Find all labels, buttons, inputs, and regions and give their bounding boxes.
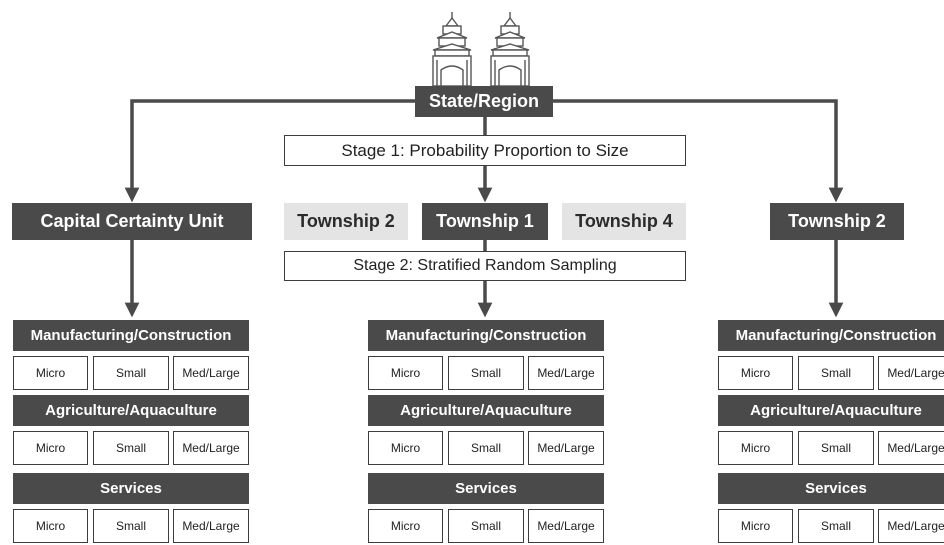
pagoda-icon	[490, 12, 530, 87]
size-cell: Med/Large	[878, 356, 944, 390]
sector-header-left: Agriculture/Aquaculture	[13, 395, 249, 426]
pagoda-icon	[432, 12, 472, 87]
size-cell: Micro	[13, 431, 88, 465]
size-cell: Med/Large	[173, 509, 249, 543]
size-cell: Small	[798, 431, 874, 465]
size-cell: Med/Large	[878, 431, 944, 465]
root-node: State/Region	[415, 86, 553, 117]
size-cell: Small	[448, 356, 524, 390]
size-cell: Med/Large	[528, 509, 604, 543]
size-cell: Med/Large	[528, 431, 604, 465]
size-cell: Micro	[718, 431, 793, 465]
size-cell: Micro	[13, 356, 88, 390]
unit-township-2: Township 2	[770, 203, 904, 240]
sector-header-left: Services	[13, 473, 249, 504]
size-cell: Small	[448, 509, 524, 543]
unit-capital-certainty: Capital Certainty Unit	[12, 203, 252, 240]
sector-header-center: Agriculture/Aquaculture	[368, 395, 604, 426]
unit-township-2-alt: Township 2	[284, 203, 408, 240]
size-cell: Micro	[368, 509, 443, 543]
size-cell: Small	[798, 356, 874, 390]
size-cell: Micro	[718, 509, 793, 543]
sector-header-right: Agriculture/Aquaculture	[718, 395, 944, 426]
unit-township-1: Township 1	[422, 203, 548, 240]
size-cell: Small	[93, 431, 169, 465]
size-cell: Med/Large	[173, 431, 249, 465]
size-cell: Micro	[718, 356, 793, 390]
sector-header-right: Services	[718, 473, 944, 504]
size-cell: Micro	[13, 509, 88, 543]
size-cell: Med/Large	[173, 356, 249, 390]
sector-header-center: Services	[368, 473, 604, 504]
size-cell: Med/Large	[878, 509, 944, 543]
size-cell: Med/Large	[528, 356, 604, 390]
size-cell: Micro	[368, 356, 443, 390]
connector-left	[124, 99, 415, 203]
size-cell: Small	[448, 431, 524, 465]
sector-header-left: Manufacturing/Construction	[13, 320, 249, 351]
size-cell: Micro	[368, 431, 443, 465]
size-cell: Small	[798, 509, 874, 543]
sector-header-center: Manufacturing/Construction	[368, 320, 604, 351]
stage-1-label: Stage 1: Probability Proportion to Size	[284, 135, 686, 166]
size-cell: Small	[93, 509, 169, 543]
connector-right	[553, 99, 844, 203]
unit-township-4: Township 4	[562, 203, 686, 240]
sector-header-right: Manufacturing/Construction	[718, 320, 944, 351]
size-cell: Small	[93, 356, 169, 390]
stage-2-label: Stage 2: Stratified Random Sampling	[284, 251, 686, 281]
